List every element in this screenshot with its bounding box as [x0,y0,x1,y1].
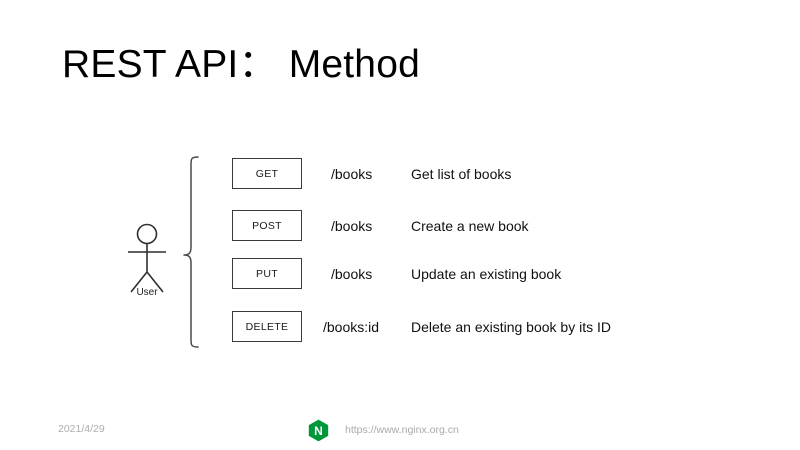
footer-date: 2021/4/29 [58,423,105,435]
method-label: POST [252,219,282,232]
method-box-get[interactable]: GET [232,158,302,189]
svg-text:N: N [314,424,323,438]
endpoint-description: Delete an existing book by its ID [411,318,611,335]
method-label: DELETE [245,320,289,333]
endpoint-path: /books:id [323,318,380,335]
endpoint-path: /books [331,217,373,234]
method-label: PUT [256,267,278,280]
method-box-post[interactable]: POST [232,210,302,241]
curly-brace-icon [182,152,208,352]
nginx-logo-icon: N [308,419,329,442]
endpoint-description: Get list of books [411,165,512,182]
endpoint-path: /books [331,265,373,282]
endpoint-description: Create a new book [411,217,529,234]
method-box-put[interactable]: PUT [232,258,302,289]
method-label: GET [255,167,279,180]
footer-url: https://www.nginx.org.cn [345,424,459,436]
endpoint-description: Update an existing book [411,265,562,282]
stick-figure-icon [116,222,178,304]
method-box-delete[interactable]: DELETE [232,311,302,342]
actor-label: User [136,287,158,298]
page-title: REST API： Method [62,43,420,86]
endpoint-path: /books [331,165,373,182]
